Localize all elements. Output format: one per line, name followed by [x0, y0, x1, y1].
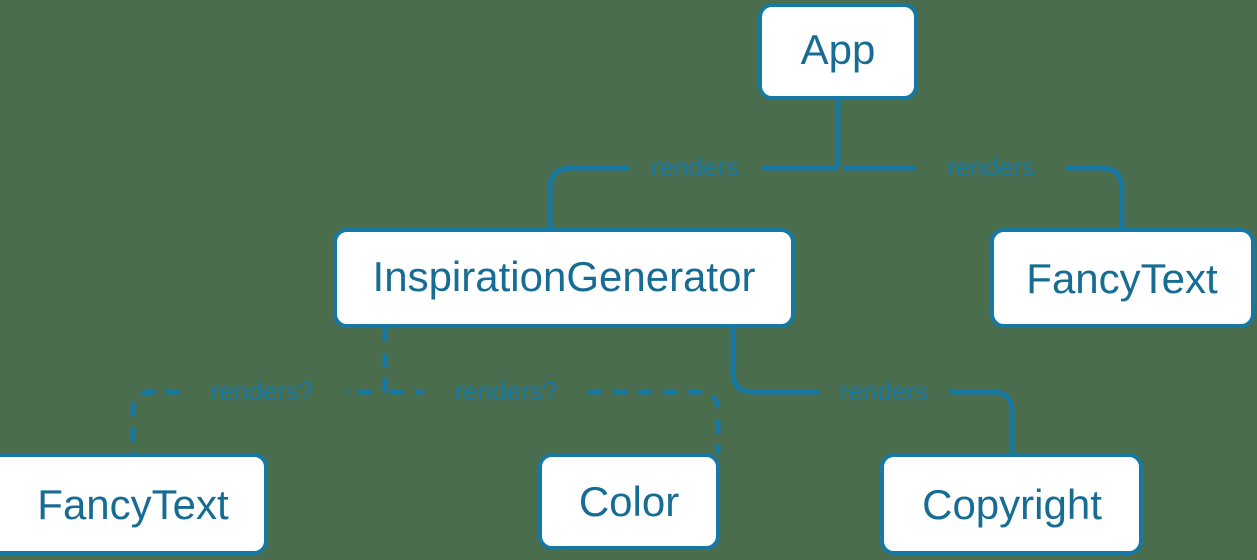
node-fancytext-top-label: FancyText: [1026, 255, 1218, 302]
node-inspiration-generator[interactable]: InspirationGenerator: [333, 228, 795, 328]
edge-segment-fancytext-bottom-elbow: [130, 389, 180, 453]
node-copyright-label: Copyright: [922, 481, 1102, 528]
node-app-box[interactable]: [758, 3, 918, 100]
edge-segment-app-stem: [762, 100, 841, 171]
edge-app-fancytext: renders: [843, 152, 1125, 228]
node-fancytext-top-box[interactable]: [990, 228, 1255, 328]
edge-label-renders-app-inspgen: renders: [651, 152, 739, 182]
node-color-box[interactable]: [538, 453, 720, 550]
edge-segment-fancytext-elbow: [1066, 165, 1125, 228]
edge-inspgen-copyright: renders: [730, 328, 1015, 453]
node-app[interactable]: App: [758, 3, 918, 100]
edge-label-renders-app-fancytext: renders: [947, 152, 1035, 182]
edge-label-renders-q-fancytext: renders?: [211, 376, 314, 406]
node-app-label: App: [801, 26, 876, 73]
node-copyright[interactable]: Copyright: [880, 453, 1143, 555]
edge-inspgen-color: renders?: [390, 376, 721, 453]
node-fancytext-bottom-box[interactable]: [0, 453, 268, 555]
edge-segment-copyright-from-inspgen: [730, 328, 819, 395]
edge-app-inspiration-generator: renders: [547, 100, 841, 228]
edge-segment-app-inspgen-left: [547, 165, 630, 228]
edge-inspgen-fancytext-bottom: renders?: [130, 328, 388, 453]
node-fancytext-bottom[interactable]: FancyText: [0, 453, 268, 555]
node-copyright-box[interactable]: [880, 453, 1143, 555]
node-fancytext-bottom-label: FancyText: [37, 481, 229, 528]
edge-segment-inspgen-dashed-stem: [345, 328, 388, 395]
edge-label-renders-copyright: renders: [840, 376, 928, 406]
node-color-label: Color: [579, 478, 679, 525]
node-inspiration-generator-box[interactable]: [333, 228, 795, 328]
node-fancytext-top[interactable]: FancyText: [990, 228, 1255, 328]
node-inspiration-generator-label: InspirationGenerator: [373, 253, 756, 300]
node-color[interactable]: Color: [538, 453, 720, 550]
edge-segment-color-elbow: [588, 389, 721, 453]
edge-segment-copyright-elbow: [950, 389, 1015, 453]
edge-label-renders-q-color: renders?: [455, 376, 558, 406]
